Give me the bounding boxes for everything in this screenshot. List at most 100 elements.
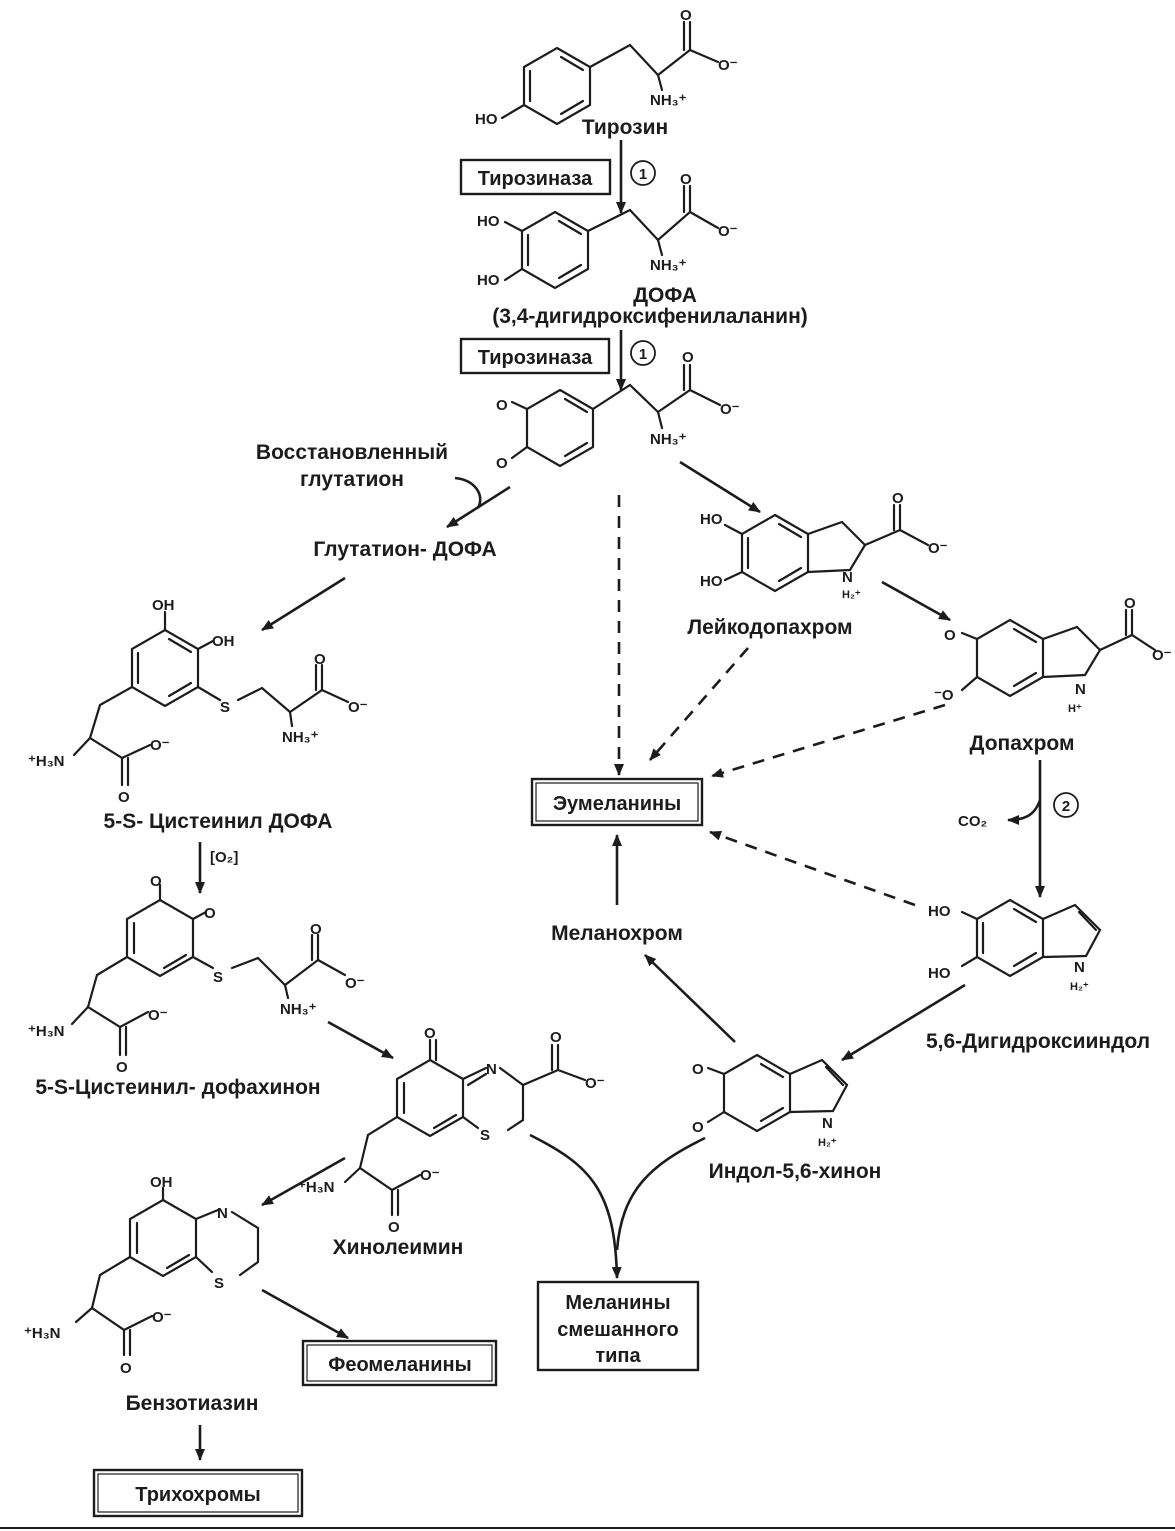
- product-label: типа: [595, 1345, 641, 1367]
- atom-label: S: [214, 1275, 224, 1292]
- atom-label: O: [150, 873, 162, 890]
- atom-label: HO: [928, 903, 951, 920]
- arrow-cysteinyl-dopaquinone-quinoleimine: [327, 1020, 394, 1060]
- arrow-dopachrome-eumelanins: [711, 703, 946, 778]
- arrow-dihydroxyindole-indolequinone: [841, 983, 966, 1062]
- label-o2: [O₂]: [210, 849, 238, 866]
- atom-label: ⁻O: [934, 687, 954, 704]
- label-melanochrome: Меланохром: [551, 922, 683, 945]
- atom-label: N: [217, 1205, 228, 1222]
- atom-label: O: [120, 1360, 132, 1377]
- atom-label: O: [944, 627, 956, 644]
- atom-label: O⁻: [152, 1309, 172, 1326]
- indole-quinone-structure: O O N H₂⁺: [692, 1053, 849, 1149]
- arrow-dihydroxyindole-eumelanins: [709, 830, 916, 907]
- atom-label: H₂⁺: [842, 589, 861, 601]
- enzyme-label: Тирозиназа: [478, 168, 593, 190]
- atom-label: ⁺H₃N: [24, 1325, 61, 1342]
- dopachrome-structure: O ⁻O O O⁻ N H⁺: [934, 595, 1172, 715]
- atom-label: O: [496, 455, 508, 472]
- atom-label: O⁻: [420, 1167, 440, 1184]
- step-number: 1: [639, 166, 647, 183]
- atom-label: HO: [700, 573, 723, 590]
- dopaquinone-structure: O O O O⁻ NH₃⁺: [496, 349, 740, 472]
- atom-label: N: [822, 1115, 833, 1132]
- atom-label: N: [486, 1061, 497, 1078]
- atom-label: O: [692, 1061, 704, 1078]
- product-label: Эумеланины: [553, 793, 681, 815]
- atom-label: O⁻: [148, 1007, 168, 1024]
- atom-label: NH₃⁺: [650, 92, 687, 109]
- atom-label: O: [314, 651, 326, 668]
- label-dopa-full: (3,4-дигидроксифенилаланин): [492, 305, 808, 328]
- product-mixed-melanins: Меланины смешанного типа: [536, 1280, 700, 1372]
- arrow-indolequinone-melanochrome: [644, 954, 736, 1043]
- atom-label: N: [1075, 681, 1086, 698]
- atom-label: HO: [700, 511, 723, 528]
- atom-label: O⁻: [150, 737, 170, 754]
- product-pheomelanins: Феомеланины: [301, 1339, 498, 1387]
- arrow-quinoleimine-mixed-melanins: [529, 1133, 622, 1279]
- atom-label: O: [204, 905, 216, 922]
- label-co2: CO₂: [958, 813, 987, 830]
- product-label: смешанного: [557, 1319, 679, 1341]
- leucodopachrome-structure: HO HO O O⁻ N H₂⁺: [700, 490, 948, 601]
- atom-label: NH₃⁺: [282, 729, 319, 746]
- atom-label: O⁻: [928, 540, 948, 557]
- step-circle-1a: 1: [630, 160, 656, 186]
- label-reduced-glutathione-2: глутатион: [300, 468, 404, 491]
- label-leucodopachrome: Лейкодопахром: [687, 616, 852, 639]
- atom-label: O: [116, 1059, 128, 1076]
- atom-label: S: [213, 969, 223, 986]
- dopa-structure: HO HO O O⁻ NH₃⁺: [477, 171, 738, 290]
- atom-label: OH: [212, 633, 235, 650]
- product-trichochromes: Трихохромы: [92, 1468, 304, 1518]
- atom-label: O: [892, 490, 904, 507]
- atom-label: O⁻: [585, 1075, 605, 1092]
- label-quinoleimine: Хинолеимин: [333, 1236, 464, 1259]
- atom-label: OH: [152, 597, 175, 614]
- cysteinyl-dopaquinone-structure: O O S O O⁻ NH₃⁺ ⁺H₃N O⁻ O: [28, 873, 365, 1076]
- product-label: Трихохромы: [135, 1484, 260, 1506]
- atom-label: NH₃⁺: [650, 431, 687, 448]
- label-glutathione-dopa: Глутатион- ДОФА: [313, 538, 496, 561]
- atom-label: H⁺: [1068, 703, 1082, 715]
- arrow-co2-release: [1007, 799, 1042, 825]
- label-benzothiazine: Бензотиазин: [126, 1392, 259, 1415]
- atom-label: O⁻: [1152, 647, 1172, 664]
- label-tyrosine: Тирозин: [582, 116, 668, 139]
- enzyme-tyrosinase-1: Тирозиназа: [459, 158, 612, 196]
- quinoleimine-structure: O N S O O⁻ ⁺H₃N O⁻ O: [298, 1025, 605, 1236]
- atom-label: S: [220, 699, 230, 716]
- arrow-leucodopachrome-dopachrome: [881, 580, 951, 622]
- atom-label: O: [682, 349, 694, 366]
- step-circle-2: 2: [1053, 792, 1079, 818]
- product-label: Меланины: [565, 1292, 670, 1314]
- step-circle-1b: 1: [630, 340, 656, 366]
- atom-label: ⁺H₃N: [298, 1179, 335, 1196]
- product-eumelanins: Эумеланины: [530, 777, 704, 827]
- arrow-glutathione-entry: [454, 476, 482, 509]
- atom-label: O⁻: [720, 401, 740, 418]
- atom-label: OH: [150, 1174, 173, 1191]
- atom-label: O⁻: [348, 699, 368, 716]
- atom-label: O⁻: [718, 57, 738, 74]
- atom-label: H₂⁺: [818, 1137, 837, 1149]
- atom-label: HO: [475, 111, 498, 128]
- atom-label: O: [118, 789, 130, 806]
- arrow-glutathione-cysteinyl-dopa: [261, 576, 346, 632]
- label-dopachrome: Допахром: [970, 732, 1075, 755]
- label-cysteinyl-dopa: 5-S- Цистеинил ДОФА: [104, 810, 333, 833]
- label-indole-quinone: Индол-5,6-хинон: [709, 1160, 882, 1183]
- step-number: 1: [639, 346, 647, 363]
- arrow-dopaquinone-leucodopachrome: [679, 460, 761, 514]
- atom-label: HO: [477, 213, 500, 230]
- arrow-quinoleimine-benzothiazine: [261, 1156, 346, 1207]
- step-number: 2: [1062, 798, 1070, 815]
- atom-label: N: [842, 569, 853, 586]
- atom-label: O: [496, 397, 508, 414]
- label-reduced-glutathione-1: Восстановленный: [256, 441, 448, 464]
- atom-label: HO: [477, 272, 500, 289]
- atom-label: O⁻: [718, 223, 738, 240]
